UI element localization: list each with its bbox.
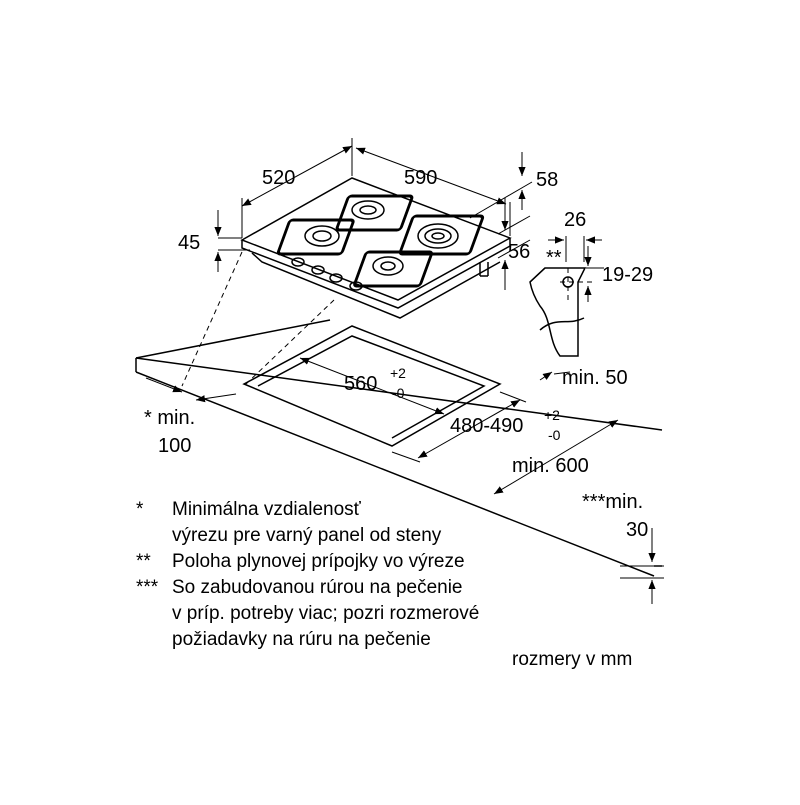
label-min-wall: * min. <box>144 407 195 429</box>
units-note: rozmery v mm <box>512 649 632 670</box>
hob-underside <box>251 252 501 319</box>
label-cutout-width: 560 <box>344 373 377 395</box>
burner-front-right <box>353 250 433 288</box>
label-min-below: ***min. <box>582 491 643 513</box>
note-2-line-1: Poloha plynovej prípojky vo výreze <box>172 551 465 572</box>
projection-line <box>181 251 243 387</box>
burner-back-left <box>335 194 414 232</box>
label-min-counter-depth: min. 600 <box>512 455 589 477</box>
hob-drawing <box>240 177 512 319</box>
gas-connector-detail <box>529 236 604 357</box>
label-gas-offset: 26 <box>564 209 586 231</box>
note-3-marker: *** <box>136 577 159 598</box>
notes: * Minimálna vzdialenosť výrezu pre varný… <box>136 499 479 650</box>
cutout-outline <box>242 325 502 447</box>
label-min-wall-value: 100 <box>158 435 191 457</box>
label-cutout-width-tol-minus: -0 <box>392 385 405 401</box>
label-gas-marker: ** <box>546 247 562 269</box>
note-3-line-1: So zabudovanou rúrou na pečenie <box>172 577 463 598</box>
note-3-line-2: v príp. potreby viac; pozri rozmerové <box>172 603 479 624</box>
countertop-drawing <box>135 251 664 604</box>
label-hob-width: 590 <box>404 167 437 189</box>
hob-thickness <box>241 238 511 309</box>
control-knobs <box>291 257 363 291</box>
note-1-marker: * <box>136 499 144 520</box>
section-break <box>539 317 585 331</box>
counter-front-edge <box>135 371 655 577</box>
note-1-line-1: Minimálna vzdialenosť <box>172 499 362 520</box>
note-1-line-2: výrezu pre varný panel od steny <box>172 525 442 546</box>
burner-wok <box>398 214 485 256</box>
label-cutout-depth-tol-minus: -0 <box>548 427 561 443</box>
label-hob-height: 45 <box>178 232 200 254</box>
hob-dimensions <box>214 138 533 290</box>
label-edge-58: 58 <box>536 169 558 191</box>
label-hob-depth: 520 <box>262 167 295 189</box>
label-min-front: min. 50 <box>562 367 628 389</box>
burner-front-left <box>276 218 355 256</box>
note-3-line-3: požiadavky na rúru na pečenie <box>172 629 431 650</box>
label-gas-height: 19-29 <box>602 264 653 286</box>
counter-back-edge <box>135 319 331 359</box>
label-edge-56: 56 <box>508 241 530 263</box>
label-cutout-depth-tol-plus: +2 <box>544 407 560 423</box>
note-2-marker: ** <box>136 551 151 572</box>
label-cutout-depth: 480-490 <box>450 415 523 437</box>
gas-connector <box>479 262 489 277</box>
counter-section <box>529 267 587 357</box>
label-cutout-width-tol-plus: +2 <box>390 365 406 381</box>
label-min-below-value: 30 <box>626 519 648 541</box>
